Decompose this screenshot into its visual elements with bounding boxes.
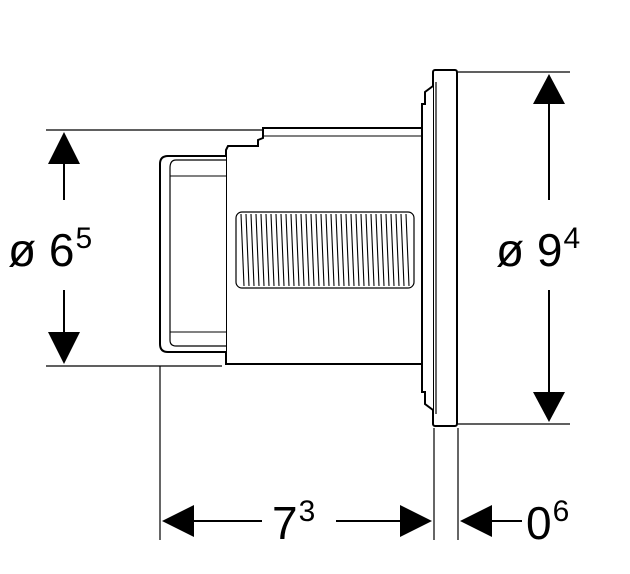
front-cap	[159, 155, 226, 353]
thread-line	[330, 213, 335, 287]
dimension-plate-thickness	[460, 505, 522, 537]
thread-line	[355, 213, 360, 287]
thread-line	[260, 213, 265, 287]
thread-line	[255, 213, 260, 287]
thread-line	[320, 213, 325, 287]
thread-line	[300, 213, 305, 287]
inner-diameter-value: ø 6	[8, 224, 75, 276]
thread-line	[350, 213, 355, 287]
thread-line	[340, 213, 345, 287]
thread-line	[395, 213, 400, 287]
thread-line	[385, 213, 390, 287]
thread-line	[240, 213, 245, 287]
arrow-right-icon	[400, 505, 432, 537]
main-body	[225, 127, 423, 365]
body-depth-value: 7	[272, 497, 298, 549]
plate-thickness-label: 06	[524, 497, 572, 549]
arrow-down-icon	[48, 332, 80, 364]
dimension-inner-diameter	[48, 132, 80, 364]
thread-line	[315, 213, 320, 287]
body-depth-decimal: 3	[298, 495, 316, 528]
plate-thickness-decimal: 6	[552, 495, 570, 528]
body-depth-label: 73	[268, 497, 320, 549]
arrow-down-icon	[533, 392, 565, 422]
thread-line	[275, 213, 280, 287]
thread-line	[405, 213, 410, 287]
thread-line	[325, 213, 330, 287]
arrow-up-icon	[533, 74, 565, 104]
thread-line	[360, 213, 365, 287]
part-outline	[159, 69, 458, 427]
outer-diameter-decimal: 4	[563, 222, 581, 255]
front-cap-inner	[169, 159, 226, 347]
outer-diameter-label: ø 94	[496, 224, 580, 276]
thread-line	[345, 213, 350, 287]
thread-line	[295, 213, 300, 287]
thread-line	[400, 213, 405, 287]
arrow-left-icon	[460, 505, 492, 537]
outer-diameter-value: ø 9	[496, 224, 563, 276]
thread-line	[365, 213, 370, 287]
thread-line	[290, 213, 295, 287]
arrow-up-icon	[48, 132, 80, 164]
thread-line	[305, 213, 310, 287]
inner-diameter-decimal: 5	[75, 222, 93, 255]
dimension-body-depth	[162, 505, 432, 537]
thread-line	[390, 213, 395, 287]
extension-lines	[46, 71, 570, 540]
thread-line	[375, 213, 380, 287]
thread-line	[250, 213, 255, 287]
thread-line	[380, 213, 385, 287]
thread-lines	[240, 213, 410, 287]
thread-line	[245, 213, 250, 287]
thread-line	[280, 213, 285, 287]
dimension-outer-diameter	[533, 74, 565, 422]
thread-line	[370, 213, 375, 287]
thread-line	[285, 213, 290, 287]
flange	[421, 85, 434, 411]
thread-line	[270, 213, 275, 287]
arrow-left-icon	[162, 505, 194, 537]
plate-thickness-value: 0	[526, 497, 552, 549]
thread-line	[265, 213, 270, 287]
thread-line	[335, 213, 340, 287]
inner-diameter-label: ø 65	[8, 224, 92, 276]
thread-line	[310, 213, 315, 287]
thread-pattern	[235, 211, 415, 289]
